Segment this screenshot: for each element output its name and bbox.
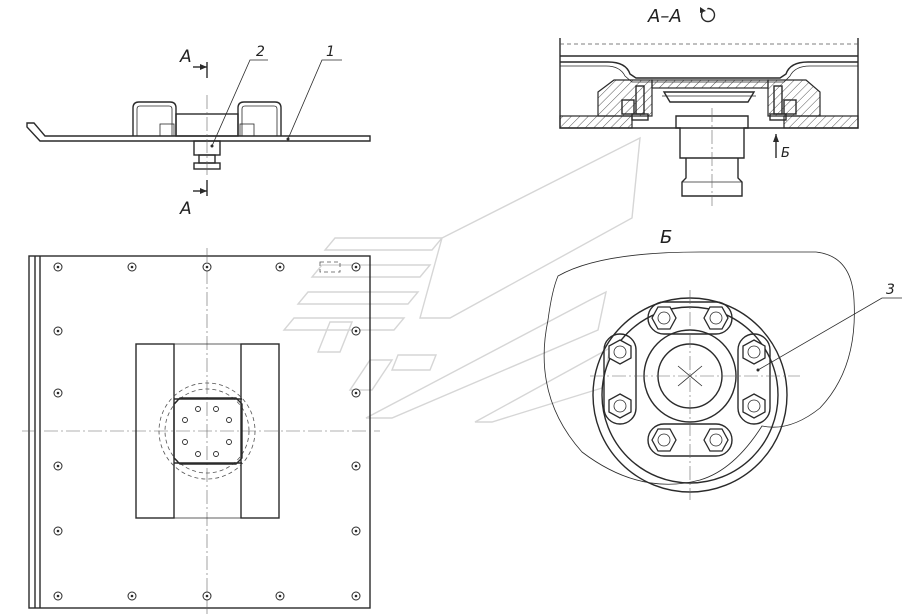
detail-hex-bolts	[608, 306, 766, 452]
section-mark-bottom: А	[179, 199, 192, 219]
watermark-logo	[282, 136, 641, 423]
callout-1: 1	[326, 44, 335, 60]
callout-2: 2	[256, 44, 265, 60]
view-b-title: Б	[660, 227, 672, 248]
callout-3: 3	[886, 282, 895, 298]
detail-view-b	[543, 251, 902, 500]
section-a-a-view	[559, 38, 859, 206]
rotated-view-icon	[700, 7, 716, 23]
section-title: А–А	[647, 6, 682, 27]
view-b-arrow-label: Б	[781, 146, 790, 161]
side-view	[26, 59, 371, 196]
plan-view	[22, 248, 380, 616]
section-mark-top: А	[179, 47, 192, 67]
plan-bolts	[53, 262, 361, 601]
